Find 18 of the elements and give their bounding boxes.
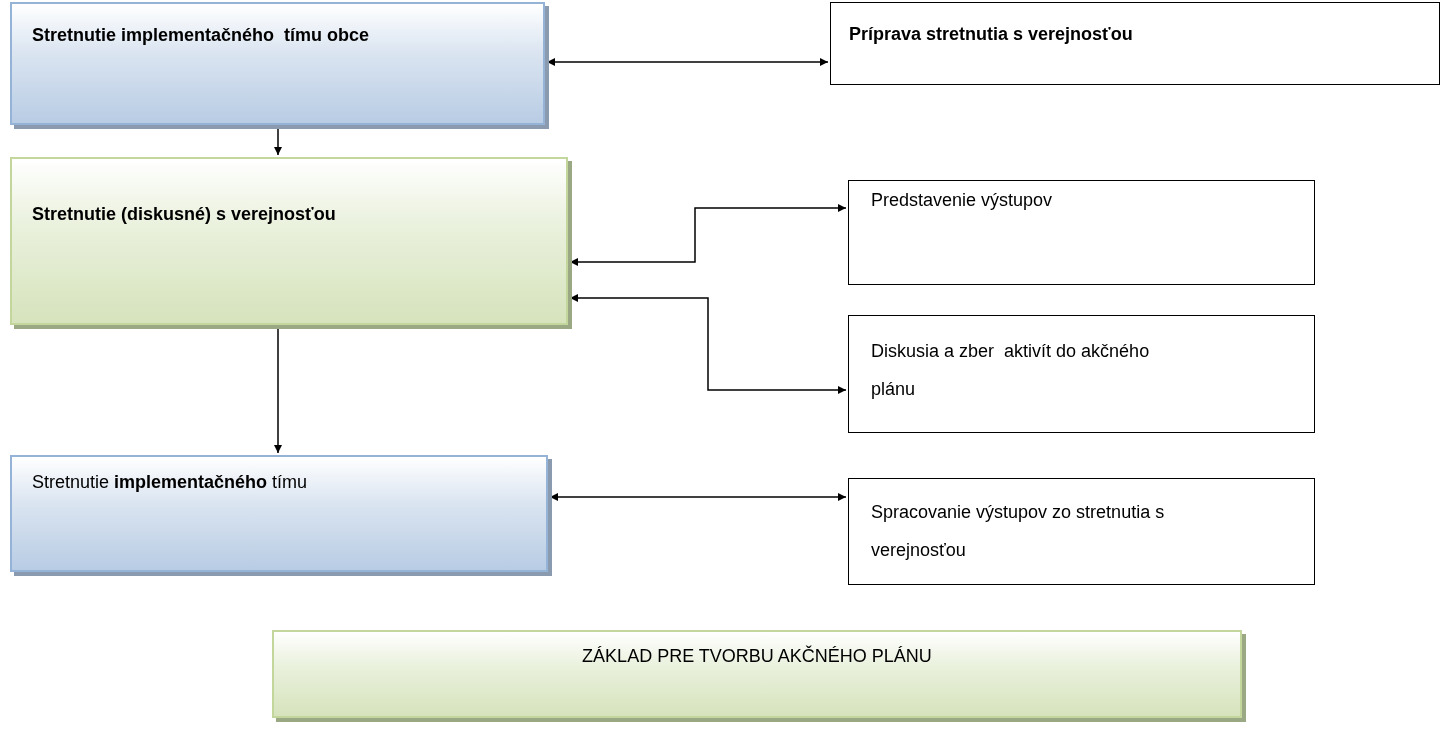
arrow bbox=[274, 326, 282, 454]
box-label: Stretnutie implementačného tímu bbox=[32, 471, 309, 494]
process-box bbox=[848, 180, 1315, 285]
process-box bbox=[848, 315, 1315, 433]
box-label: Stretnutie implementačného tímu obce bbox=[32, 24, 371, 47]
box-label: Diskusia a zber aktivít do akčného plánu bbox=[871, 340, 1151, 401]
box-label: Predstavenie výstupov bbox=[871, 189, 1054, 212]
box-label: Príprava stretnutia s verejnosťou bbox=[849, 23, 1134, 46]
arrow bbox=[569, 204, 847, 266]
process-box bbox=[830, 2, 1440, 85]
arrow bbox=[549, 493, 847, 501]
arrow bbox=[569, 294, 847, 394]
process-box bbox=[848, 478, 1315, 585]
box-label: ZÁKLAD PRE TVORBU AKČNÉHO PLÁNU bbox=[581, 644, 933, 668]
box-label: Spracovanie výstupov zo stretnutia s verejnosťou bbox=[871, 501, 1166, 562]
box-label: Stretnutie (diskusné) s verejnosťou bbox=[32, 203, 337, 226]
arrow bbox=[274, 126, 282, 156]
arrow bbox=[546, 58, 829, 66]
